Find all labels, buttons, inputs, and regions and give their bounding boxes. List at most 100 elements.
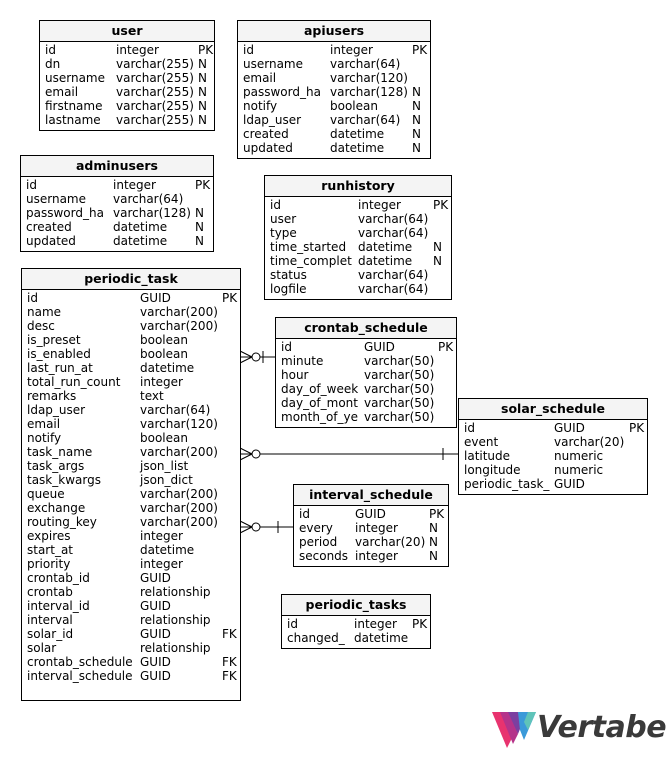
column-row: month_of_ye varchar(50) [281,410,452,424]
column-type: varchar(255) [116,99,194,113]
column-type: GUID [140,571,171,585]
column-type: datetime [358,240,413,254]
column-type: varchar(64) [358,226,429,240]
column-name: crontab_schedule [27,655,133,669]
column-type: varchar(64) [358,282,429,296]
column-type: GUID [554,421,585,435]
column-type: varchar(64) [358,268,429,282]
table-name: apiusers [238,21,430,42]
column-type: GUID [140,655,171,669]
column-name: crontab_id [27,571,90,585]
column-name: start_at [27,543,74,557]
column-type: varchar(255) [116,71,194,85]
table-name: periodic_tasks [282,595,430,616]
column-row: periodic_task_GUID [464,477,643,491]
column-flag: PK [438,340,454,354]
column-name: last_run_at [27,361,93,375]
column-flag: PK [222,291,238,305]
column-name: user [270,212,297,226]
column-type: boolean [140,347,188,361]
column-name: event [464,435,499,449]
column-type: varchar(255) [116,85,194,99]
column-type: integer [140,375,183,389]
column-name: every [299,521,333,535]
column-type: varchar(50) [364,382,435,396]
column-name: logfile [270,282,307,296]
column-name: updated [243,141,293,155]
column-name: username [45,71,105,85]
column-name: id [45,43,56,57]
table-name: crontab_schedule [276,318,456,339]
column-type: integer [358,198,401,212]
column-name: longitude [464,463,521,477]
relationship-interval [239,520,293,534]
column-type: integer [330,43,373,57]
column-type: varchar(64) [140,403,211,417]
column-flag: N [412,85,421,99]
column-type: integer [113,178,156,192]
table-name: solar_schedule [459,399,647,420]
column-type: varchar(64) [358,212,429,226]
column-flag: N [198,85,207,99]
column-type: varchar(50) [364,396,435,410]
column-name: minute [281,354,324,368]
column-row: logfile varchar(64) [270,282,447,296]
column-type: text [140,389,164,403]
column-name: routing_key [27,515,97,529]
column-type: numeric [554,449,604,463]
column-flag: N [412,99,421,113]
column-row: changed_datetime [287,631,426,645]
column-name: id [299,507,310,521]
table-name: runhistory [265,176,451,197]
column-name: queue [27,487,65,501]
column-flag: PK [198,43,214,57]
table-name: adminusers [21,156,213,177]
column-flag: FK [222,655,237,669]
column-name: created [243,127,289,141]
column-type: datetime [113,234,168,248]
column-name: month_of_ye [281,410,358,424]
column-type: varchar(50) [364,410,435,424]
column-type: integer [354,617,397,631]
column-type: varchar(20) [554,435,625,449]
column-name: changed_ [287,631,345,645]
brand-name: Vertabelo [537,710,667,745]
column-type: varchar(128) [330,85,408,99]
column-flag: FK [222,669,237,683]
vertabelo-mark-icon [492,712,536,748]
